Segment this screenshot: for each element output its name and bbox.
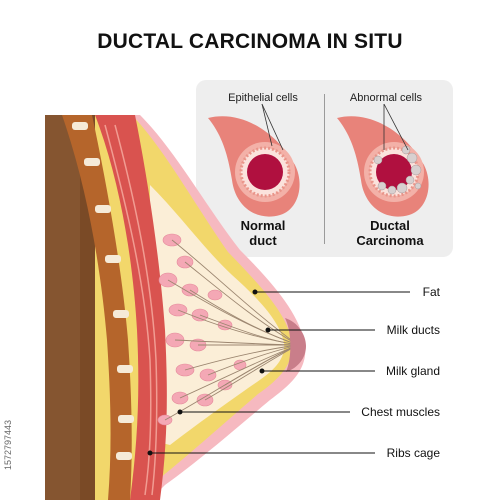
- normal-cell-pointer: [261, 103, 284, 151]
- carcinoma-duct-label-line1: Ductal: [370, 218, 410, 233]
- carcinoma-duct-illustration: [337, 103, 429, 217]
- milk-ducts-label: Milk ducts: [386, 323, 440, 337]
- duct-line: [179, 344, 299, 399]
- milk-gland-pointer-dot: [259, 368, 265, 374]
- body-tissue-shade: [45, 115, 80, 500]
- ribs-cage-pointer-dot: [147, 450, 153, 456]
- abnormal-cell: [401, 145, 411, 155]
- fat-pointer-dot: [252, 289, 258, 295]
- milk-ducts-pointer-dot: [265, 327, 271, 333]
- panel-divider: [324, 94, 325, 244]
- chest-muscle-band: [95, 115, 167, 500]
- milk-ducts: [164, 239, 299, 421]
- duct-line: [204, 344, 299, 401]
- fat-label: Fat: [422, 285, 440, 299]
- rib: [105, 255, 121, 263]
- ribs-group: [72, 122, 134, 460]
- abnormal-cell: [414, 182, 422, 190]
- carcinoma-duct-label-line2: Carcinoma: [356, 233, 424, 248]
- gland-lobule: [207, 289, 223, 301]
- rib: [72, 122, 88, 130]
- duct-line: [184, 261, 299, 346]
- abnormal-cell: [387, 185, 397, 195]
- abnormal-cell: [410, 164, 422, 176]
- normal-duct-label-line2: duct: [249, 233, 277, 248]
- rib-column: [62, 115, 132, 500]
- duct-line: [207, 344, 299, 376]
- milk-gland-label: Milk gland: [385, 364, 440, 378]
- duct-line: [189, 289, 299, 346]
- abnormal-cell: [396, 182, 408, 194]
- side-id-text: 1572797443: [3, 419, 13, 470]
- breast-inner-tissue: [150, 185, 285, 445]
- rib: [116, 452, 132, 460]
- normal-duct-lumen: [247, 154, 283, 190]
- chest-muscles-pointer-dot: [177, 409, 183, 415]
- callout-lines: [147, 289, 410, 456]
- rib: [118, 415, 134, 423]
- normal-duct-illustration: [208, 103, 300, 217]
- duct-line: [199, 314, 299, 346]
- carcinoma-duct-lumen: [376, 154, 412, 190]
- rib: [117, 365, 133, 373]
- abnormal-cell: [406, 152, 418, 164]
- ribs-cage-label: Ribs cage: [386, 446, 440, 460]
- carcinoma-duct-label: Ductal Carcinoma: [335, 218, 445, 248]
- abnormal-cell-pointer: [383, 103, 409, 151]
- duct-line: [184, 344, 299, 371]
- abnormal-cells-cluster: [373, 145, 422, 195]
- abnormal-cell: [373, 155, 383, 165]
- chest-muscles-label: Chest muscles: [361, 405, 440, 419]
- abnormal-cell: [377, 181, 387, 191]
- normal-duct-label-line1: Normal: [240, 218, 286, 233]
- normal-duct-label: Normal duct: [208, 218, 318, 248]
- nipple: [285, 318, 306, 372]
- diagram-title: DUCTAL CARCINOMA IN SITU: [97, 30, 403, 53]
- normal-cell-pointer: [261, 103, 273, 147]
- rib: [113, 310, 129, 318]
- abnormal-cell: [405, 175, 415, 185]
- rib: [84, 158, 100, 166]
- epithelial-cells-label: Epithelial cells: [228, 92, 298, 104]
- abnormal-cells-label: Abnormal cells: [349, 92, 423, 104]
- duct-line: [171, 239, 299, 346]
- rib: [95, 205, 111, 213]
